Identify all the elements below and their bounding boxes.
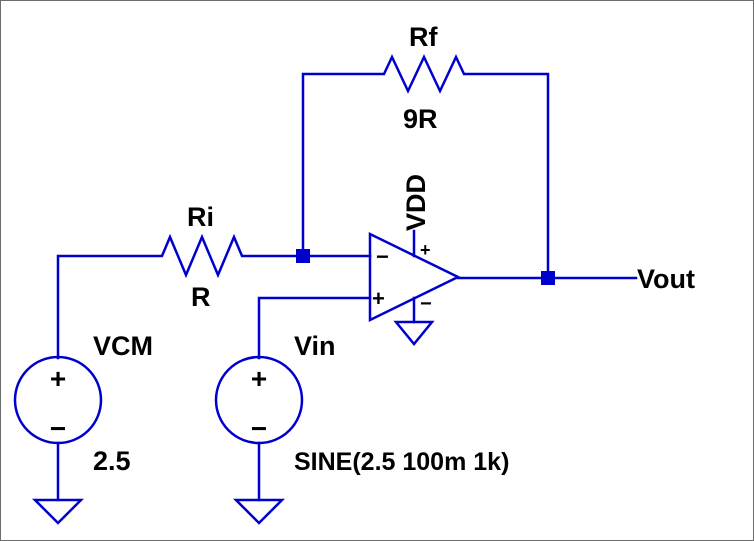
ri-zigzag (56, 233, 372, 360)
resistor-ri[interactable] (56, 233, 372, 360)
vin-noninverting-wire (257, 296, 372, 360)
ri-name-label: Ri (187, 202, 214, 232)
op-amp-inverting-sign: − (376, 244, 389, 269)
op-amp[interactable] (368, 229, 638, 346)
vin-plus-sign: + (251, 363, 267, 394)
op-amp-vminus-sign: − (420, 293, 432, 315)
op-amp-ground-icon (393, 320, 435, 346)
ri-value-label: R (191, 282, 211, 312)
vin-value-label: SINE(2.5 100m 1k) (294, 448, 509, 476)
voltage-source-vin[interactable] (214, 296, 372, 525)
vcm-plus-sign: + (50, 363, 66, 394)
voltage-source-vcm[interactable] (13, 355, 103, 525)
vin-name-label: Vin (294, 331, 336, 361)
op-amp-vplus-sign: + (420, 240, 431, 260)
vdd-label: VDD (401, 174, 431, 231)
vin-ground-icon (232, 498, 286, 525)
resistor-rf[interactable] (301, 54, 550, 280)
rf-value-label: 9R (403, 104, 438, 134)
op-amp-noninverting-sign: + (372, 286, 385, 311)
vout-label[interactable]: Vout (637, 264, 695, 294)
junction-dot-inverting (296, 249, 310, 263)
rf-zigzag (301, 54, 550, 280)
vcm-ground-icon (31, 498, 85, 525)
vcm-minus-sign: − (50, 413, 66, 444)
rf-name-label: Rf (409, 22, 438, 52)
vcm-value-label: 2.5 (93, 446, 131, 476)
vcm-name-label: VCM (93, 331, 153, 361)
vin-minus-sign: − (251, 413, 267, 444)
junction-dot-output (541, 271, 555, 285)
